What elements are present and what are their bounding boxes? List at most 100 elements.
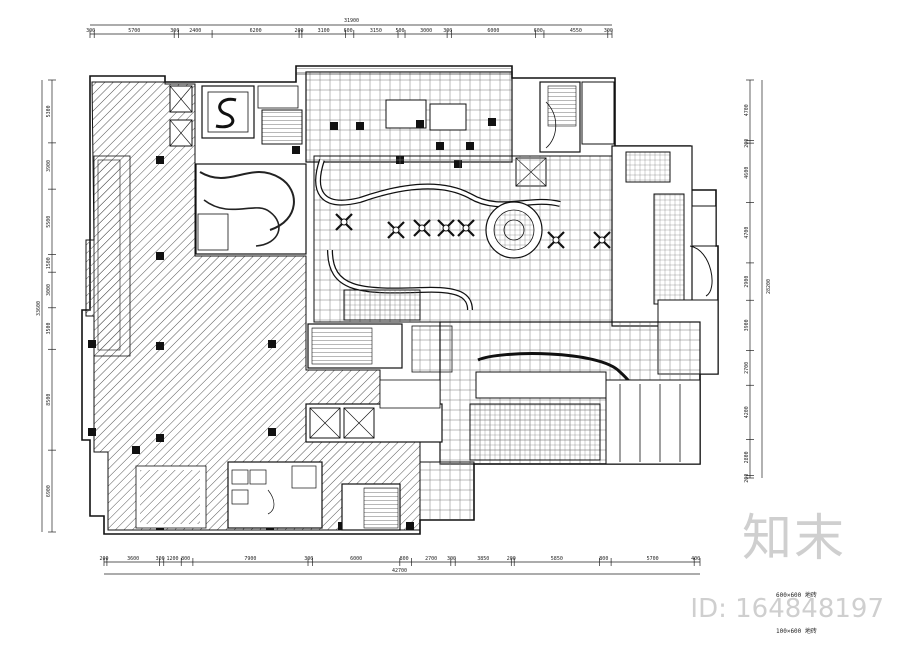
dimension-label: 500	[396, 28, 405, 34]
dimension-label: 200	[507, 556, 516, 562]
column-marker	[88, 428, 96, 436]
top-total-dimension: 31900	[344, 18, 359, 24]
dimension-label: 800	[181, 556, 190, 562]
floor-marker	[488, 118, 496, 126]
garden-curve-2	[203, 199, 280, 247]
left-dimension-line	[41, 80, 53, 532]
dimension-label: 3900	[744, 319, 750, 331]
restroom-block	[227, 461, 323, 529]
dimension-label: 4700	[744, 104, 750, 116]
west-wall-strip	[93, 155, 131, 357]
table-set	[437, 219, 455, 237]
north-strip	[295, 65, 513, 75]
floor-marker	[356, 122, 364, 130]
dimension-label: 200	[295, 28, 304, 34]
dimension-label: 300	[447, 556, 456, 562]
dimension-label: 3000	[420, 28, 432, 34]
right-dimension-line	[749, 80, 763, 478]
south-room-tiled	[419, 461, 475, 521]
dimension-label: 300	[156, 556, 165, 562]
dimension-label: 2800	[744, 451, 750, 463]
dimension-label: 2700	[744, 362, 750, 374]
east-annex	[691, 205, 717, 247]
floor-marker	[436, 142, 444, 150]
dimension-label: 1200	[167, 556, 179, 562]
column-marker	[268, 340, 276, 348]
dimension-label: 2400	[189, 28, 201, 34]
column-marker	[292, 146, 300, 154]
dimension-label: 400	[691, 556, 700, 562]
column-marker	[156, 252, 164, 260]
left-total-dimension: 33600	[36, 301, 42, 316]
dimension-label: 6900	[46, 485, 52, 497]
kitchen-line	[469, 403, 601, 461]
dimension-label: 5500	[46, 216, 52, 228]
dimension-label: 2900	[744, 276, 750, 288]
floor-marker	[330, 122, 338, 130]
dimension-label: 300	[304, 556, 313, 562]
dimension-label: 3900	[46, 160, 52, 172]
column-marker	[268, 428, 276, 436]
stair-core-north	[261, 109, 303, 145]
dimension-label: 6000	[487, 28, 499, 34]
dimension-label: 4600	[744, 167, 750, 179]
dimension-label: 5700	[128, 28, 140, 34]
watermark-id: ID: 164848197	[690, 594, 884, 624]
dimension-label: 5300	[46, 105, 52, 117]
dimension-label: 4550	[570, 28, 582, 34]
booth-row	[475, 371, 607, 399]
column-marker	[156, 156, 164, 164]
bottom-total-dimension: 42700	[392, 568, 407, 574]
dimension-label: 6000	[350, 556, 362, 562]
table-set	[547, 231, 565, 249]
table-set	[593, 231, 611, 249]
column-marker	[132, 446, 140, 454]
dimension-label: 3600	[127, 556, 139, 562]
dimension-label: 300	[86, 28, 95, 34]
lift-lobby	[257, 85, 299, 109]
dimension-label: 3100	[318, 28, 330, 34]
dining-table-sets	[335, 213, 611, 249]
dimension-label: 4200	[744, 406, 750, 418]
top-dimension-line	[90, 24, 612, 35]
logo-s-shape	[215, 97, 237, 129]
garden-curve-1	[199, 171, 295, 231]
dimension-label: 800	[400, 556, 409, 562]
table-set	[457, 219, 475, 237]
column-marker	[156, 342, 164, 350]
kitchen-line-east	[605, 379, 701, 465]
table-set	[387, 221, 405, 239]
legend-tile-600: 600×600 地砖	[776, 592, 817, 599]
dimension-label: 2700	[425, 556, 437, 562]
dimension-label: 6200	[250, 28, 262, 34]
dimension-label: 800	[599, 556, 608, 562]
dimension-label: 5850	[551, 556, 563, 562]
dimension-label: 300	[443, 28, 452, 34]
dimension-label: 3000	[46, 284, 52, 296]
table-set	[413, 219, 431, 237]
dimension-label: 7900	[244, 556, 256, 562]
bottom-dimension-line	[104, 561, 700, 575]
legend-tile-100: 100×600 地砖	[776, 628, 817, 635]
column-marker	[406, 522, 414, 530]
dimension-label: 3850	[477, 556, 489, 562]
column-marker	[88, 340, 96, 348]
counter-block	[343, 289, 421, 321]
dimension-label: 200	[100, 556, 109, 562]
dimension-label: 600	[344, 28, 353, 34]
dimension-label: 5700	[647, 556, 659, 562]
floor-marker	[416, 120, 424, 128]
column-marker	[156, 434, 164, 442]
garden-room-sub	[197, 213, 229, 251]
feature-logo-panel	[201, 85, 255, 139]
dimension-label: 3500	[46, 322, 52, 334]
north-room-b	[429, 103, 467, 131]
dimension-label: 300	[604, 28, 613, 34]
dimension-label: 8500	[46, 394, 52, 406]
watermark-logo: 知末	[742, 509, 846, 567]
